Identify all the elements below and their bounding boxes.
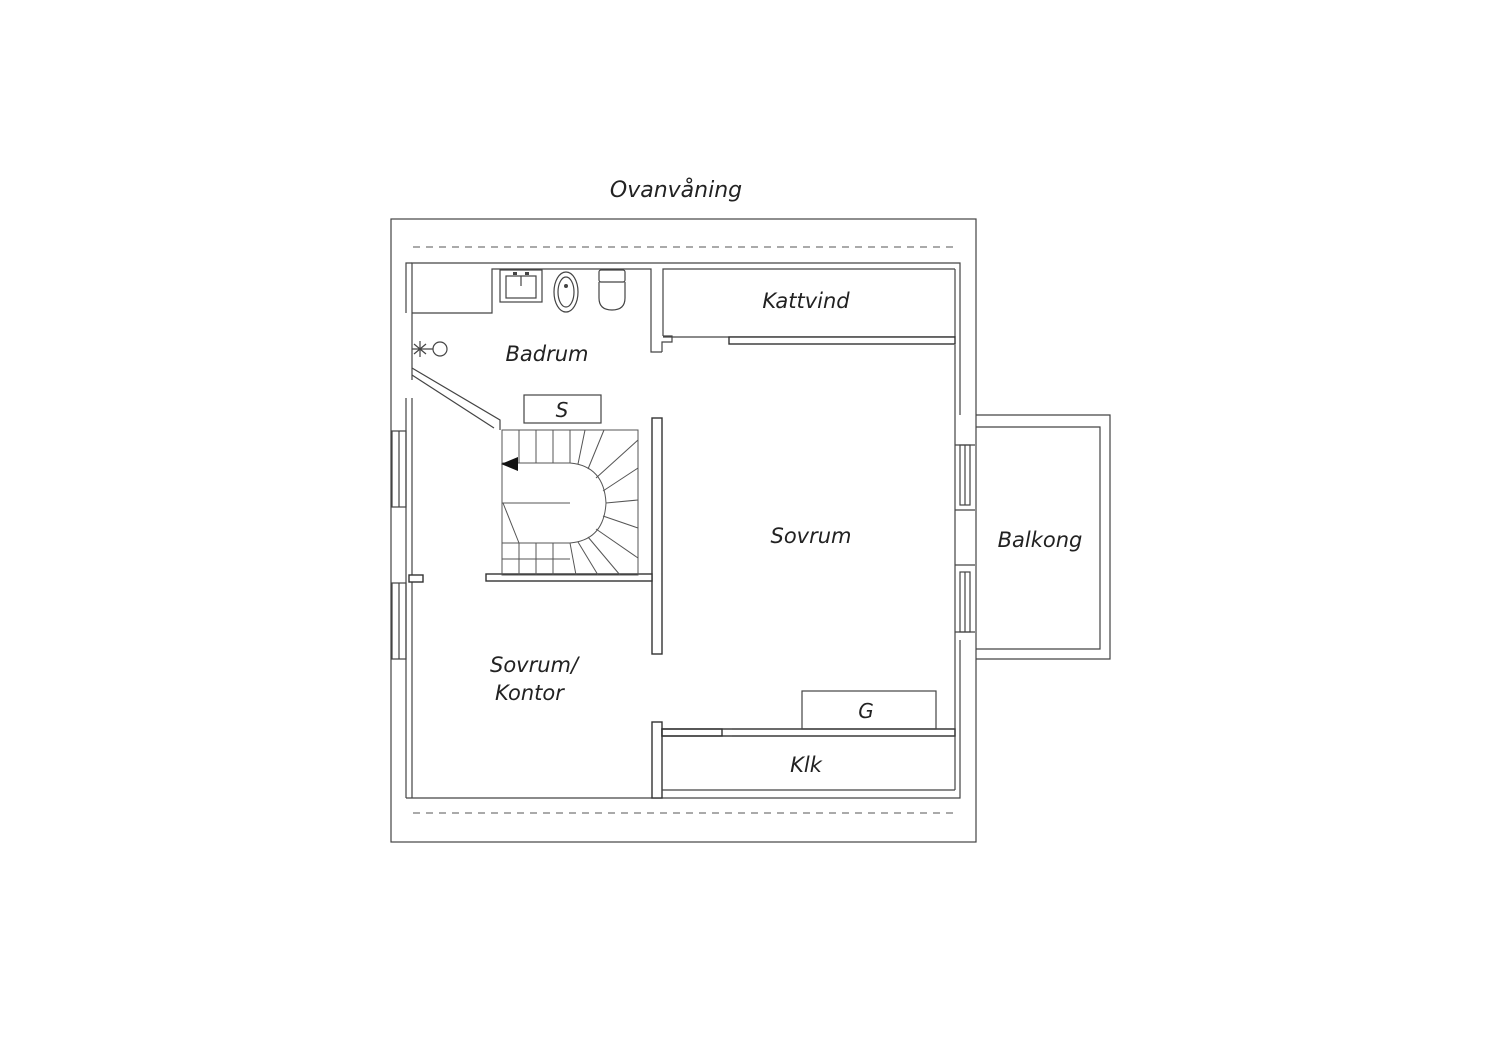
room-label-klk: Klk <box>790 753 823 777</box>
roof-outline <box>390 218 977 843</box>
staircase <box>501 429 639 576</box>
shower-icon <box>412 341 448 357</box>
room-label-badrum: Badrum <box>505 342 588 366</box>
stair-direction-arrow-icon <box>501 457 518 471</box>
fixture-g-label: G <box>858 699 874 723</box>
room-label-balkong: Balkong <box>998 528 1083 552</box>
fixture-g-box <box>801 690 937 730</box>
room-label-kattvind: Kattvind <box>762 289 850 313</box>
sink-icon <box>499 269 543 303</box>
bathroom-walls <box>411 268 673 430</box>
room-label-sovrum-kontor-line2: Kontor <box>495 681 565 705</box>
fixture-s-label: S <box>556 398 569 422</box>
bidet-icon <box>553 271 579 313</box>
kattvind-walls <box>662 268 956 345</box>
balcony-outline <box>976 414 1111 660</box>
room-label-sovrum-kontor-line1: Sovrum/ <box>490 653 580 677</box>
room-label-sovrum: Sovrum <box>770 524 851 548</box>
stair-walls <box>408 417 663 655</box>
floor-title: Ovanvåning <box>610 177 742 203</box>
windows <box>391 430 971 660</box>
fixture-s-box <box>523 394 602 424</box>
toilet-icon <box>598 269 626 311</box>
